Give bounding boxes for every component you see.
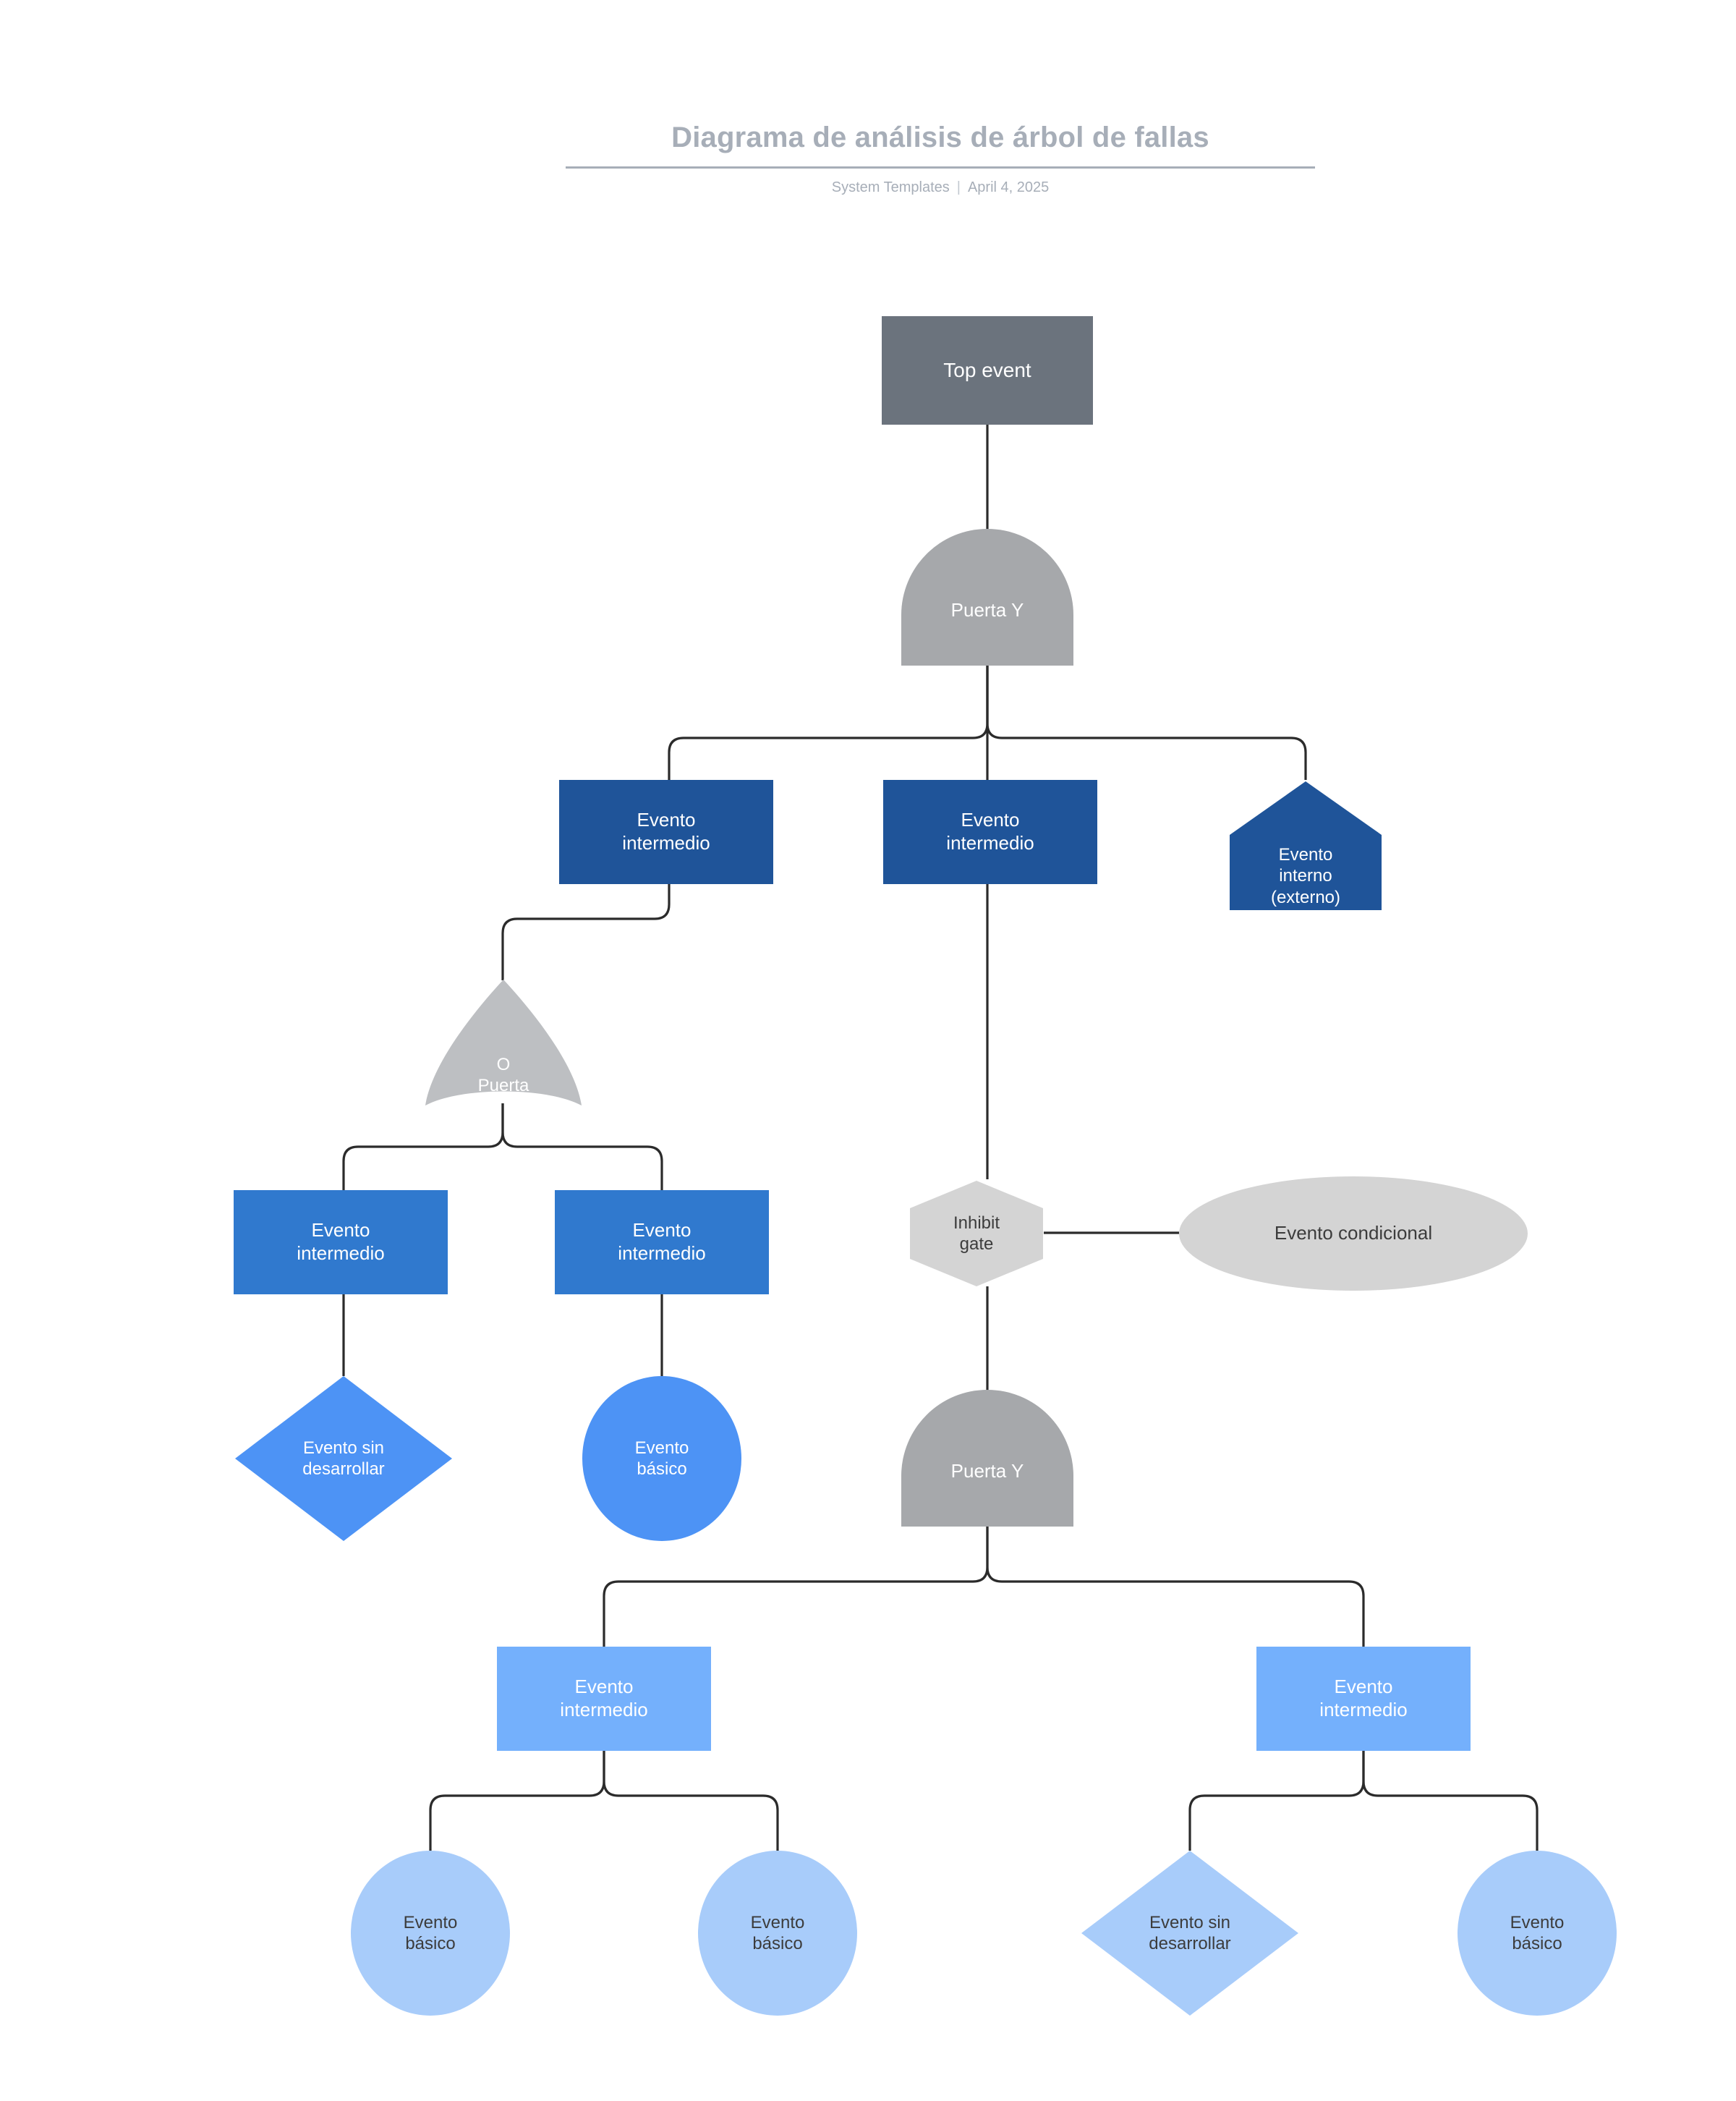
node-intermediate-l3-a-label: Evento intermedio xyxy=(560,1676,648,1720)
node-and-gate-2-label: Puerta Y xyxy=(950,1460,1024,1482)
edge-andgate1-external xyxy=(986,666,1307,780)
node-intermediate-l2-a-label: Evento intermedio xyxy=(297,1219,385,1264)
node-intermediate-l1-a-label: Evento intermedio xyxy=(622,809,710,854)
node-or-gate-label: O Puerta xyxy=(477,1054,529,1095)
node-basic-event-1-label: Evento básico xyxy=(634,1438,689,1479)
node-basic-event-2-label: Evento básico xyxy=(403,1912,458,1953)
node-basic-event-3-label: Evento básico xyxy=(750,1912,805,1953)
document-subtitle: System Templates | April 4, 2025 xyxy=(564,179,1316,196)
node-undeveloped-event-2-label: Evento sin desarrollar xyxy=(1149,1912,1231,1953)
node-undeveloped-event-1-label: Evento sin desarrollar xyxy=(302,1438,385,1479)
node-intermediate-l1-a[interactable]: Evento intermedio xyxy=(559,780,773,884)
node-and-gate-1-label: Puerta Y xyxy=(950,599,1024,621)
node-intermediate-l3-a[interactable]: Evento intermedio xyxy=(497,1647,711,1751)
node-top-event-label: Top event xyxy=(943,358,1031,381)
node-intermediate-l1-b[interactable]: Evento intermedio xyxy=(883,780,1097,884)
edge-interL3B-undeveloped2 xyxy=(1188,1751,1365,1851)
edge-andgate2-interL3B xyxy=(986,1527,1365,1647)
node-undeveloped-event-1[interactable]: Evento sin desarrollar xyxy=(234,1375,454,1542)
page-title: Diagrama de análisis de árbol de fallas xyxy=(671,122,1209,153)
node-intermediate-l3-b[interactable]: Evento intermedio xyxy=(1256,1647,1471,1751)
edge-interL3A-basic3 xyxy=(603,1751,779,1851)
edge-andgate1-interA xyxy=(668,666,989,780)
subtitle-divider: | xyxy=(956,179,961,195)
document-date: April 4, 2025 xyxy=(967,179,1050,195)
edge-interA-orgate xyxy=(501,884,671,980)
title-divider-rule xyxy=(566,166,1315,169)
node-inhibit-gate[interactable]: Inhibit gate xyxy=(908,1179,1045,1288)
node-top-event[interactable]: Top event xyxy=(882,316,1093,425)
node-intermediate-l3-b-label: Evento intermedio xyxy=(1319,1676,1408,1720)
node-undeveloped-event-2[interactable]: Evento sin desarrollar xyxy=(1080,1849,1300,2017)
node-intermediate-l2-b[interactable]: Evento intermedio xyxy=(555,1190,769,1294)
node-inhibit-gate-label: Inhibit gate xyxy=(953,1213,1000,1254)
node-external-event-label: Evento interno (externo) xyxy=(1270,845,1341,907)
edge-interL3B-basic4 xyxy=(1362,1751,1539,1851)
node-basic-event-4-label: Evento básico xyxy=(1510,1912,1565,1953)
node-conditional-event[interactable]: Evento condicional xyxy=(1178,1175,1529,1292)
node-intermediate-l1-b-label: Evento intermedio xyxy=(946,809,1034,854)
node-and-gate-1[interactable]: Puerta Y xyxy=(897,528,1078,667)
node-basic-event-2[interactable]: Evento básico xyxy=(349,1849,511,2017)
node-intermediate-l2-a[interactable]: Evento intermedio xyxy=(234,1190,448,1294)
node-conditional-event-label: Evento condicional xyxy=(1274,1222,1433,1244)
document-author: System Templates xyxy=(831,179,950,195)
node-basic-event-3[interactable]: Evento básico xyxy=(697,1849,859,2017)
node-intermediate-l2-b-label: Evento intermedio xyxy=(618,1219,706,1264)
edge-andgate2-interL3A xyxy=(603,1527,989,1647)
node-basic-event-1[interactable]: Evento básico xyxy=(581,1375,743,1542)
document-header: Diagrama de análisis de árbol de fallas … xyxy=(0,0,1736,217)
node-external-event[interactable]: Evento interno (externo) xyxy=(1228,780,1383,912)
edge-interL3A-basic2 xyxy=(429,1751,605,1851)
node-and-gate-2[interactable]: Puerta Y xyxy=(897,1389,1078,1528)
node-basic-event-4[interactable]: Evento básico xyxy=(1456,1849,1618,2017)
node-or-gate[interactable]: O Puerta xyxy=(423,978,584,1108)
